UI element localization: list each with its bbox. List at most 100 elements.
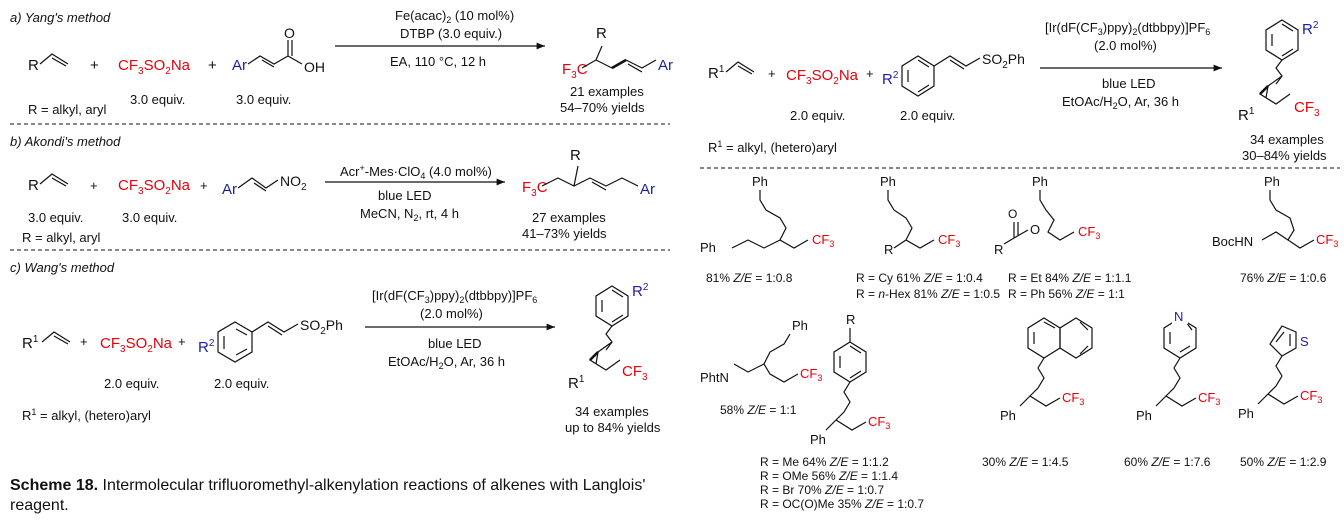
langlois-reagent: CF3SO2Na xyxy=(118,57,191,77)
substrate-6: R Ph CF3 R = Me 64% Z/E = 1:1.2 R = OMe … xyxy=(760,312,924,511)
alkene-bonds xyxy=(39,173,69,187)
product-bonds xyxy=(581,45,657,73)
substrate-3: Ph O O R CF3 R = Et 84% Z/E = 1:1.1 R = … xyxy=(994,174,1132,301)
plus-sign: + xyxy=(90,178,98,193)
bochn-label: BocHN xyxy=(1212,234,1253,249)
benzene-double-bonds xyxy=(907,59,930,93)
panel-a: a) Yang's method R + CF3SO2Na 3.0 equiv.… xyxy=(10,8,673,125)
examples-count: 27 examples xyxy=(532,210,606,225)
chain xyxy=(1269,190,1315,249)
sulfonyl-group: SO2Ph xyxy=(982,51,1025,71)
sulfone-r2: R2 xyxy=(882,70,899,88)
phenyl-label: Ph xyxy=(1000,408,1016,423)
yield-ratio: R = Et 84% Z/E = 1:1.1 xyxy=(1008,271,1132,285)
condition-catalyst: Fe(acac)2 (10 mol%) xyxy=(395,8,514,25)
naphthalene-double-bonds xyxy=(1033,321,1089,355)
chain xyxy=(1155,357,1197,407)
phenyl-label: Ph xyxy=(792,318,808,333)
panel-b-title: b) Akondi's method xyxy=(10,134,121,149)
alkene-equiv: 3.0 equiv. xyxy=(28,210,83,225)
chain xyxy=(731,239,781,249)
langlois-reagent: CF3SO2Na xyxy=(100,335,173,355)
yield-ratio: 81% Z/E = 1:0.8 xyxy=(706,271,793,285)
condition-light: blue LED xyxy=(1102,76,1155,91)
reagent-equiv: 3.0 equiv. xyxy=(122,210,177,225)
chain xyxy=(887,190,935,249)
ester-bonds xyxy=(1003,222,1029,245)
naphthalene-ring xyxy=(1027,317,1061,359)
panel-c: c) Wang's method R1 + CF3SO2Na + R2 SO2P… xyxy=(10,260,661,435)
plus-sign: + xyxy=(866,66,874,81)
yield-range: 41–73% yields xyxy=(522,226,607,241)
product-r: R xyxy=(596,25,607,42)
chain xyxy=(1257,355,1299,405)
vinyl-bonds xyxy=(933,55,981,70)
sulfone-r2: R2 xyxy=(198,338,215,356)
condition-oxidant: DTBP (3.0 equiv.) xyxy=(400,26,502,41)
product-r2: R2 xyxy=(632,282,649,300)
substrate-scope: Ph Ph CF3 81% Z/E = 1:0.8 Ph R CF3 R = C… xyxy=(700,174,1338,511)
acid-equiv: 3.0 equiv. xyxy=(236,92,291,107)
cf3-group: CF3 xyxy=(800,366,822,383)
product-r: R xyxy=(570,147,581,164)
panel-c-title: c) Wang's method xyxy=(10,260,115,275)
chain xyxy=(825,381,867,431)
sulfonyl-group: SO2Ph xyxy=(300,317,343,337)
chain xyxy=(1261,231,1289,241)
r1-definition: R1 = alkyl, (hetero)aryl xyxy=(708,139,837,155)
reagent-equiv: 3.0 equiv. xyxy=(130,92,185,107)
product-r1: R1 xyxy=(1238,106,1255,124)
product-ar: Ar xyxy=(640,181,655,198)
phenyl-label: Ph xyxy=(752,174,768,189)
label-backing xyxy=(1172,308,1188,324)
sulfone-equiv: 2.0 equiv. xyxy=(214,376,269,391)
plus-sign: + xyxy=(178,334,186,349)
condition-loading: (2.0 mol%) xyxy=(420,306,483,321)
chain xyxy=(1019,357,1061,407)
langlois-reagent: CF3SO2Na xyxy=(118,177,191,197)
substrate-9: S Ph CF3 50% Z/E = 1:2.9 xyxy=(1238,325,1327,469)
yield-ratio: R = Br 70% Z/E = 1:0.7 xyxy=(760,483,884,497)
yield-range: up to 84% yields xyxy=(565,420,661,435)
panel-b: b) Akondi's method R + CF3SO2Na + Ar NO2… xyxy=(10,134,670,251)
phenyl-label: Ph xyxy=(700,240,716,255)
condition-solvent: EtOAc/H2O, Ar, 36 h xyxy=(1062,94,1179,111)
benzene-ring xyxy=(833,341,867,383)
thiophene-ring xyxy=(1269,325,1297,357)
benzene-double-bonds xyxy=(223,328,248,356)
examples-count: 34 examples xyxy=(575,404,649,419)
panel-a-title: a) Yang's method xyxy=(10,10,111,25)
phenyl-label: Ph xyxy=(1032,174,1048,189)
alkene-r1: R1 xyxy=(22,334,39,352)
yield-ratio: 60% Z/E = 1:7.6 xyxy=(1124,455,1211,469)
yield-range: 30–84% yields xyxy=(1242,148,1327,163)
product-cf3: CF3 xyxy=(622,363,648,383)
product-r1: R1 xyxy=(568,374,585,392)
condition-loading: (2.0 mol%) xyxy=(1094,38,1157,53)
chain xyxy=(893,239,907,249)
cf3-group: CF3 xyxy=(1078,224,1100,241)
phenyl-label: Ph xyxy=(1238,406,1254,421)
cf3-group: CF3 xyxy=(1198,390,1220,407)
pyridine-n: N xyxy=(1174,309,1183,324)
product-ar: Ar xyxy=(658,57,673,74)
product-double-bonds xyxy=(601,289,624,323)
wedge-bond xyxy=(611,58,627,70)
alkene-r: R xyxy=(28,177,39,194)
phenyl-label: Ph xyxy=(880,174,896,189)
r-definition: R = alkyl, aryl xyxy=(28,102,106,117)
substrate-2: Ph R CF3 R = Cy 61% Z/E = 1:0.4 R = n-He… xyxy=(856,174,1000,301)
condition-solvent: EA, 110 °C, 12 h xyxy=(390,54,486,69)
product-benzene xyxy=(595,285,629,327)
cf3-group: CF3 xyxy=(1300,388,1322,405)
chain xyxy=(763,333,799,383)
acid-ar: Ar xyxy=(232,57,247,74)
alkene-bonds xyxy=(41,331,71,345)
pyridine-double-bonds xyxy=(1169,321,1193,353)
phenyl-label: Ph xyxy=(1264,174,1280,189)
caption-text: Intermolecular trifluoromethyl-alkenylat… xyxy=(10,477,646,514)
yield-ratio: R = Ph 56% Z/E = 1:1 xyxy=(1008,287,1125,301)
carbonyl-oxygen: O xyxy=(1008,207,1017,221)
naphthalene-ring xyxy=(1059,317,1093,359)
